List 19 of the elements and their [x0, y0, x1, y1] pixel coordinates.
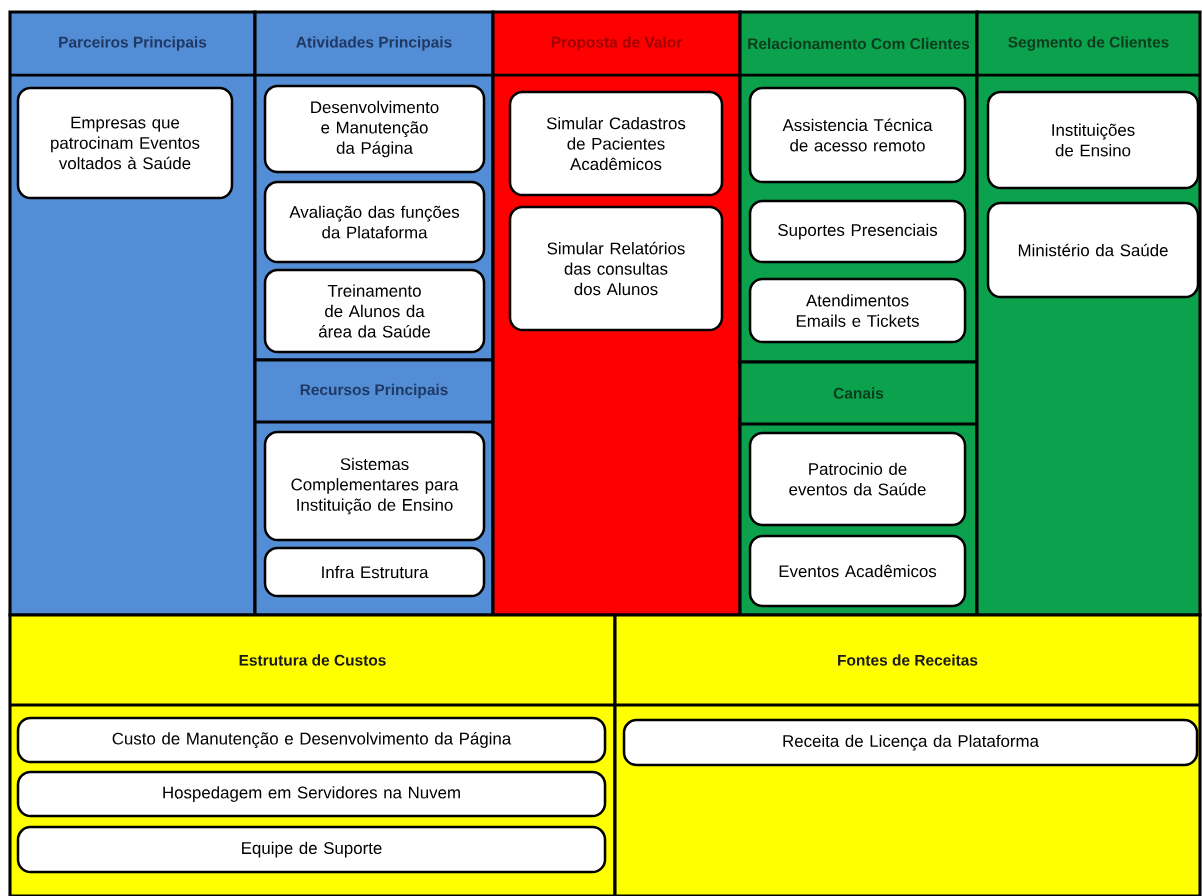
item-box: Treinamento de Alunos da área da Saúde	[263, 268, 486, 354]
item-box: Simular Relatórios das consultas dos Alunos	[508, 205, 724, 332]
item-box: Avaliação das funções da Plataforma	[263, 180, 486, 264]
item-box: Equipe de Suporte	[16, 825, 607, 874]
item-box: Sistemas Complementares para Instituição de Ensino	[263, 430, 486, 542]
item-box: Patrocinio de eventos da Saúde	[748, 431, 967, 527]
item-box: Eventos Acadêmicos	[748, 534, 967, 608]
item-box: Desenvolvimento e Manutenção da Página	[263, 84, 486, 174]
item-box: Receita de Licença da Plataforma	[622, 718, 1199, 767]
item-box: Assistencia Técnica de acesso remoto	[748, 86, 967, 184]
item-box: Suportes Presenciais	[748, 199, 967, 264]
item-box: Empresas que patrocinam Eventos voltados à Saúde	[16, 86, 234, 200]
item-box: Simular Cadastros de Pacientes Acadêmicos	[508, 90, 724, 197]
item-box: Infra Estrutura	[263, 546, 486, 598]
item-box: Custo de Manutenção e Desenvolvimento da Página	[16, 716, 607, 764]
item-box: Instituições de Ensino	[986, 90, 1200, 190]
item-box: Ministério da Saúde	[986, 201, 1200, 299]
item-box: Atendimentos Emails e Tickets	[748, 277, 967, 344]
item-box: Hospedagem em Servidores na Nuvem	[16, 770, 607, 818]
